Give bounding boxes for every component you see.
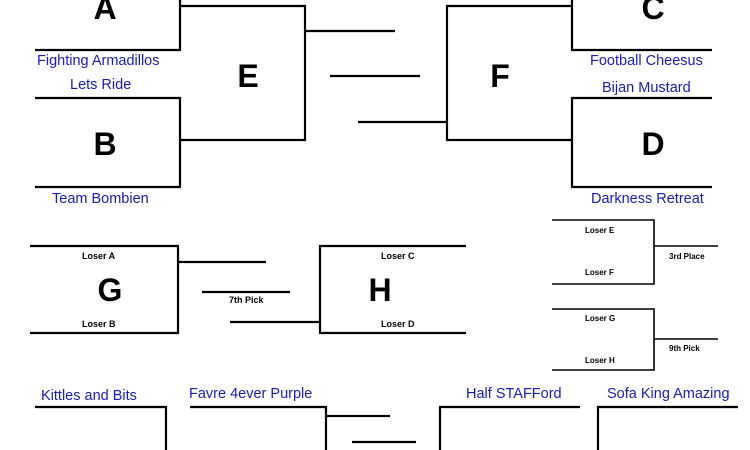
- bracket-line-third: [552, 219, 655, 285]
- team-football-cheesus: Football Cheesus: [590, 53, 703, 69]
- team-lets-ride: Lets Ride: [70, 77, 132, 93]
- bracket-line-d: [570, 96, 712, 189]
- bracket-line-stafford: [438, 405, 580, 450]
- label-ninth-pick: 9th Pick: [669, 344, 700, 353]
- bracket-line-f: [445, 4, 572, 142]
- letter-d: D: [641, 126, 665, 162]
- letter-h: H: [368, 272, 392, 308]
- letter-e: E: [237, 58, 259, 94]
- letter-c: C: [641, 0, 665, 26]
- team-team-bombien: Team Bombien: [52, 191, 149, 207]
- team-sofa-king-amazing: Sofa King Amazing: [607, 386, 730, 402]
- label-loser-c: Loser C: [381, 251, 415, 261]
- label-loser-e: Loser E: [585, 226, 615, 235]
- label-loser-g: Loser G: [585, 314, 616, 323]
- bracket-line-kittles: [35, 405, 168, 450]
- letter-a: A: [93, 0, 117, 26]
- team-darkness-retreat: Darkness Retreat: [591, 191, 704, 207]
- bracket-line-a: [35, 0, 182, 52]
- label-loser-h: Loser H: [585, 356, 615, 365]
- label-seventh-pick: 7th Pick: [229, 295, 264, 305]
- bracket-line-g: [30, 244, 180, 335]
- bracket-line-b: [35, 96, 182, 189]
- label-loser-f: Loser F: [585, 268, 614, 277]
- bracket-line-e-top: [180, 4, 307, 142]
- team-half-stafford: Half STAFFord: [466, 386, 562, 402]
- label-loser-a: Loser A: [82, 251, 116, 261]
- letter-g: G: [97, 272, 123, 308]
- team-kittles-and-bits: Kittles and Bits: [41, 388, 137, 404]
- bracket-line-h: [318, 244, 466, 335]
- letter-b: B: [93, 126, 117, 162]
- bracket-line-favre: [190, 405, 328, 450]
- team-fighting-armadillos: Fighting Armadillos: [37, 53, 160, 69]
- label-third-place: 3rd Place: [669, 252, 705, 261]
- team-bijan-mustard: Bijan Mustard: [602, 80, 691, 96]
- label-loser-b: Loser B: [82, 319, 116, 329]
- team-favre-4ever-purple: Favre 4ever Purple: [189, 386, 313, 402]
- bracket-line-c: [570, 0, 712, 52]
- letter-f: F: [490, 58, 510, 94]
- label-loser-d: Loser D: [381, 319, 415, 329]
- bracket-line-sofa: [596, 405, 738, 450]
